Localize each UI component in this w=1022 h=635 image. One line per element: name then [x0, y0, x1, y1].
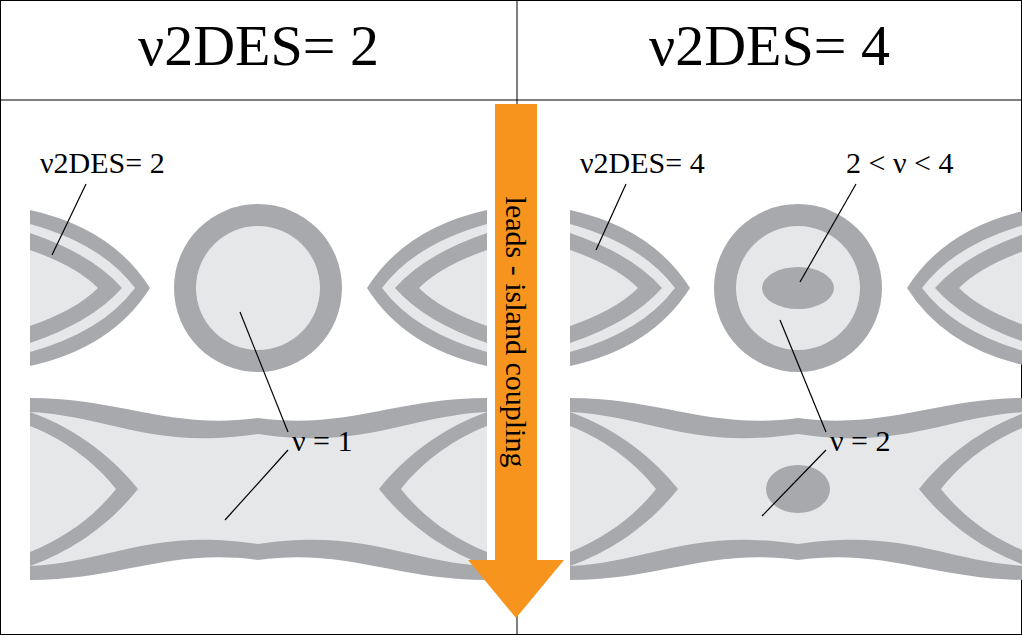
- filling-factor-label: 2 < ν < 4: [846, 146, 953, 179]
- column-header: ν2DES= 2: [0, 14, 517, 78]
- arrow-label: leads - island coupling: [501, 197, 531, 468]
- filling-factor-label: ν = 2: [830, 424, 890, 457]
- filling-factor-label: ν2DES= 4: [580, 146, 705, 179]
- column-header: ν2DES= 4: [517, 14, 1022, 78]
- filling-factor-label: ν = 1: [292, 424, 352, 457]
- coupling-arrow: leads - island coupling: [468, 104, 564, 618]
- filling-factor-label: ν2DES= 2: [40, 146, 165, 179]
